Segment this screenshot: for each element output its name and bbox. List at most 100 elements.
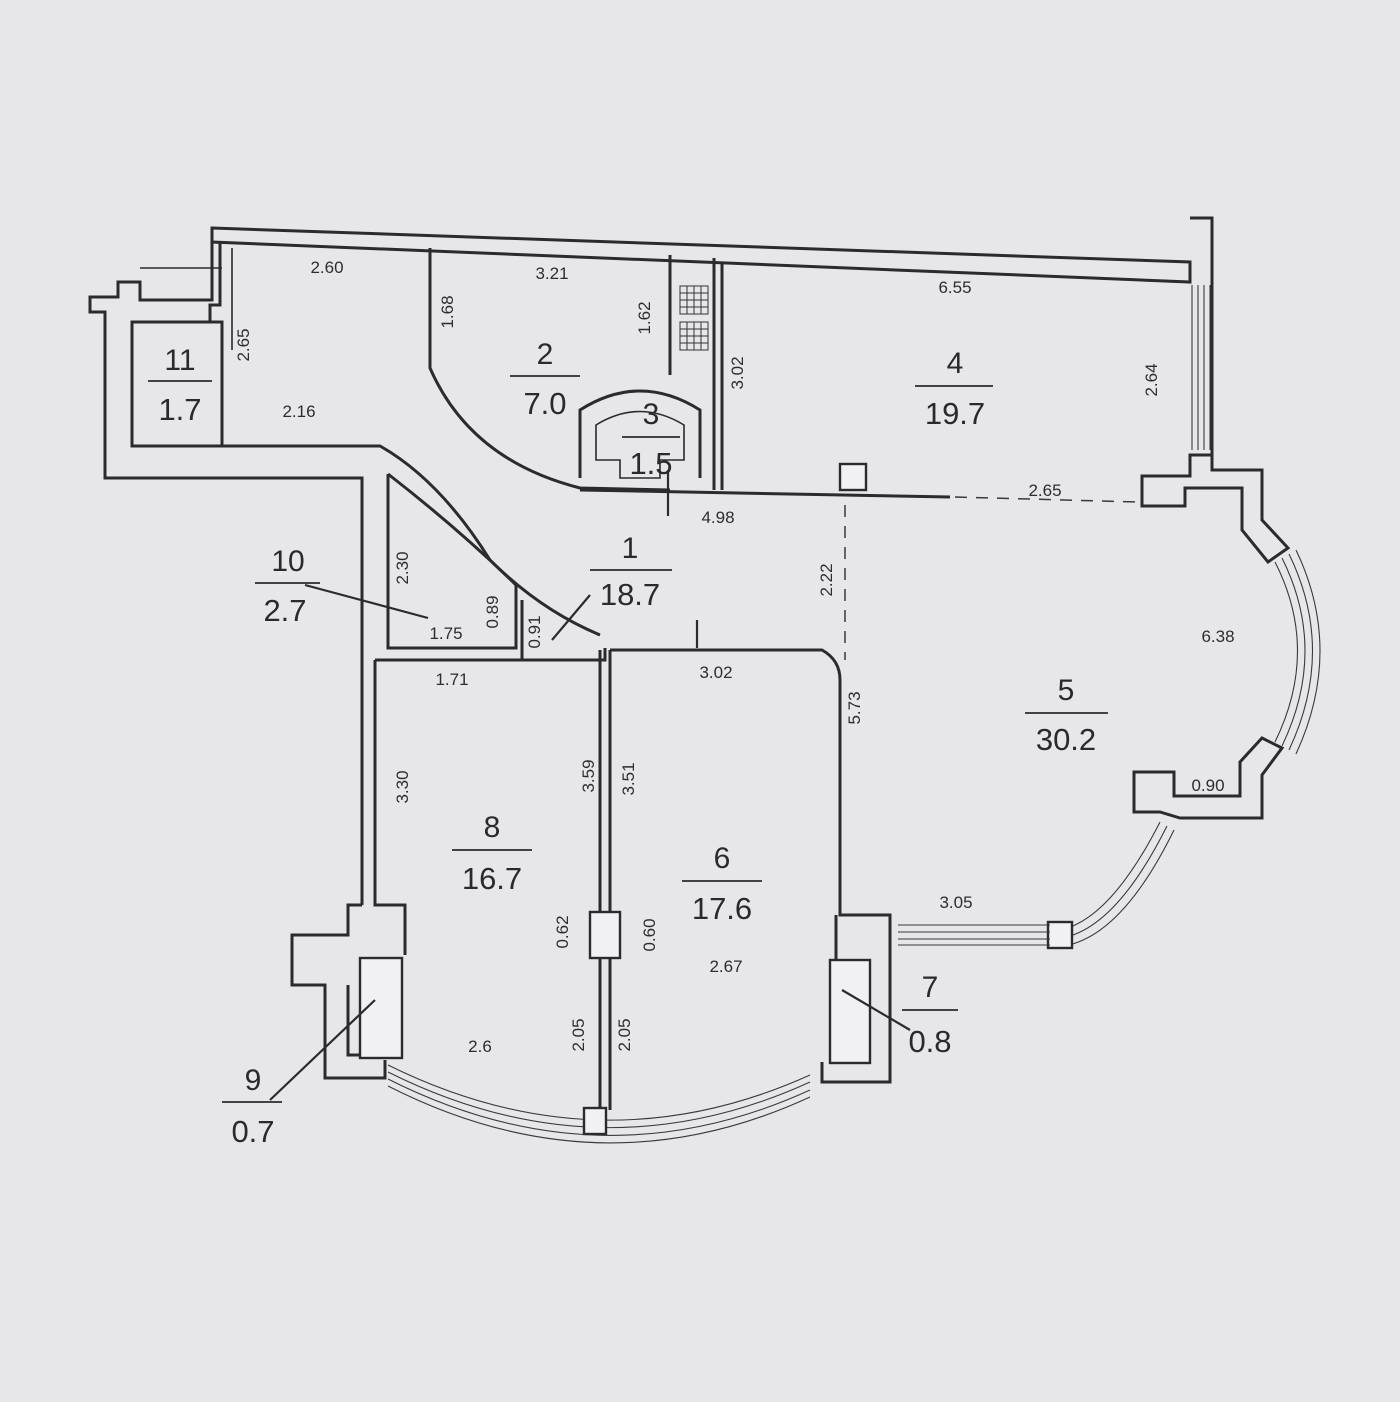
ventilation-shaft-icon	[679, 285, 709, 351]
room-boundaries	[844, 496, 1139, 660]
leader-lines	[269, 470, 911, 1101]
partition-column	[588, 910, 622, 960]
window-right-arc	[1274, 549, 1321, 755]
dimension-label: 2.22	[817, 563, 836, 596]
room-11-extension	[140, 248, 233, 350]
dimension-label: 3.30	[393, 770, 412, 803]
dimension-label: 2.65	[1028, 481, 1061, 500]
room-number: 7	[922, 971, 939, 1004]
window-right-vertical	[1191, 285, 1211, 450]
dimension-label: 6.38	[1201, 627, 1234, 646]
room-9-wall	[290, 903, 387, 1080]
windows	[387, 285, 1321, 1144]
room-label-10: 10 2.7	[255, 545, 320, 628]
room-11-outer-wall	[88, 228, 364, 905]
dimension-label: 5.73	[845, 691, 864, 724]
room-label-2: 2 7.0	[510, 338, 580, 421]
dimension-label: 2.16	[282, 402, 315, 421]
room-4-bottom-wall	[579, 488, 951, 499]
dimension-label: 2.67	[709, 957, 742, 976]
room-number: 2	[537, 338, 554, 371]
room-number: 6	[714, 842, 731, 875]
bay-lower-block	[1132, 736, 1285, 820]
room-label-4: 4 19.7	[915, 347, 993, 431]
dimension-label: 2.05	[569, 1018, 588, 1051]
top-exterior-wall	[210, 226, 1192, 284]
bay-upper-block	[1140, 453, 1291, 565]
dimension-label: 1.71	[435, 670, 468, 689]
room-11-inner-wall	[130, 242, 224, 448]
dimension-label: 1.62	[635, 301, 654, 334]
room-area: 1.5	[629, 446, 672, 481]
room-label-9: 9 0.7	[222, 1064, 282, 1149]
room-label-8: 8 16.7	[452, 811, 532, 896]
dimension-label: 1.68	[438, 295, 457, 328]
room-number: 1	[622, 532, 639, 565]
room-number: 11	[164, 344, 195, 377]
window-lower-right-arc	[1059, 821, 1175, 947]
dimension-label: 4.98	[701, 508, 734, 527]
leader-room-10	[304, 583, 429, 620]
room-number: 8	[484, 811, 501, 844]
room-area: 17.6	[692, 891, 752, 926]
room-10-wall	[386, 472, 518, 650]
dimension-label: 2.65	[234, 328, 253, 361]
room-area: 18.7	[600, 577, 660, 612]
dimension-label: 3.21	[535, 264, 568, 283]
room-9-inner	[346, 985, 360, 1057]
room-8-top-wall	[375, 648, 607, 662]
room-4-column	[838, 462, 868, 492]
window-mullion-bottom	[582, 1106, 608, 1136]
window-balcony	[898, 924, 1050, 946]
dimension-label: 0.60	[640, 918, 659, 951]
room-label-3: 3 1.5	[622, 398, 680, 481]
room-area: 30.2	[1036, 722, 1096, 757]
top-right-stub	[1190, 216, 1214, 457]
dimension-label: 2.6	[468, 1037, 492, 1056]
leader-room-1-door	[551, 594, 591, 641]
room-labels: 1 18.7 2 7.0 3 1.5 4 19.7 5 30.2 6 17.6	[148, 338, 1108, 1149]
room-number: 10	[271, 545, 304, 578]
room-area: 0.8	[908, 1024, 951, 1059]
leader-room-9	[269, 999, 376, 1101]
room-label-6: 6 17.6	[682, 842, 762, 926]
room-label-11: 11 1.7	[148, 344, 212, 427]
dimension-label: 0.90	[1191, 776, 1224, 795]
room-7-niche	[828, 958, 872, 1065]
dimension-label: 2.30	[393, 551, 412, 584]
dimension-label: 3.05	[939, 893, 972, 912]
dimension-labels: 2.60 3.21 6.55 1.68 1.62 3.02 2.64 2.6 5 …	[234, 258, 1235, 1056]
room-area: 2.7	[263, 593, 306, 628]
dimension-label: 0.89	[483, 595, 502, 628]
dimension-label: 3.51	[619, 762, 638, 795]
room-label-1: 1 18.7	[590, 532, 672, 612]
room-3-arch	[578, 389, 702, 478]
room-2-left-wall	[428, 248, 671, 492]
dimension-label: 3.59	[579, 759, 598, 792]
walls	[88, 216, 1291, 1110]
dimension-label: 2.60	[310, 258, 343, 277]
room-area: 7.0	[523, 386, 566, 421]
dimension-label: 6.55	[938, 278, 971, 297]
window-mullion-right	[1046, 920, 1074, 950]
room-number: 3	[643, 398, 660, 431]
room-area: 1.7	[158, 392, 201, 427]
boundary-room-4-5	[954, 496, 1139, 503]
dimension-label: 2.64	[1142, 363, 1161, 396]
dimension-label: 3.02	[699, 663, 732, 682]
dimension-label: 0.91	[525, 615, 544, 648]
room-label-7: 7 0.8	[902, 971, 958, 1059]
room-area: 0.7	[231, 1114, 274, 1149]
leader-room-7	[841, 989, 911, 1031]
room-label-5: 5 30.2	[1025, 674, 1108, 757]
dimension-label: 1.75	[429, 624, 462, 643]
room-3-inner-arch	[595, 410, 685, 479]
room-number: 4	[947, 347, 964, 380]
room-8-left-wall	[373, 660, 407, 955]
room-number: 9	[245, 1064, 262, 1097]
dimension-label: 3.02	[728, 356, 747, 389]
room-8-6-partition	[598, 650, 612, 1110]
dimension-label: 2.05	[615, 1018, 634, 1051]
room-6-wall	[610, 648, 892, 1084]
